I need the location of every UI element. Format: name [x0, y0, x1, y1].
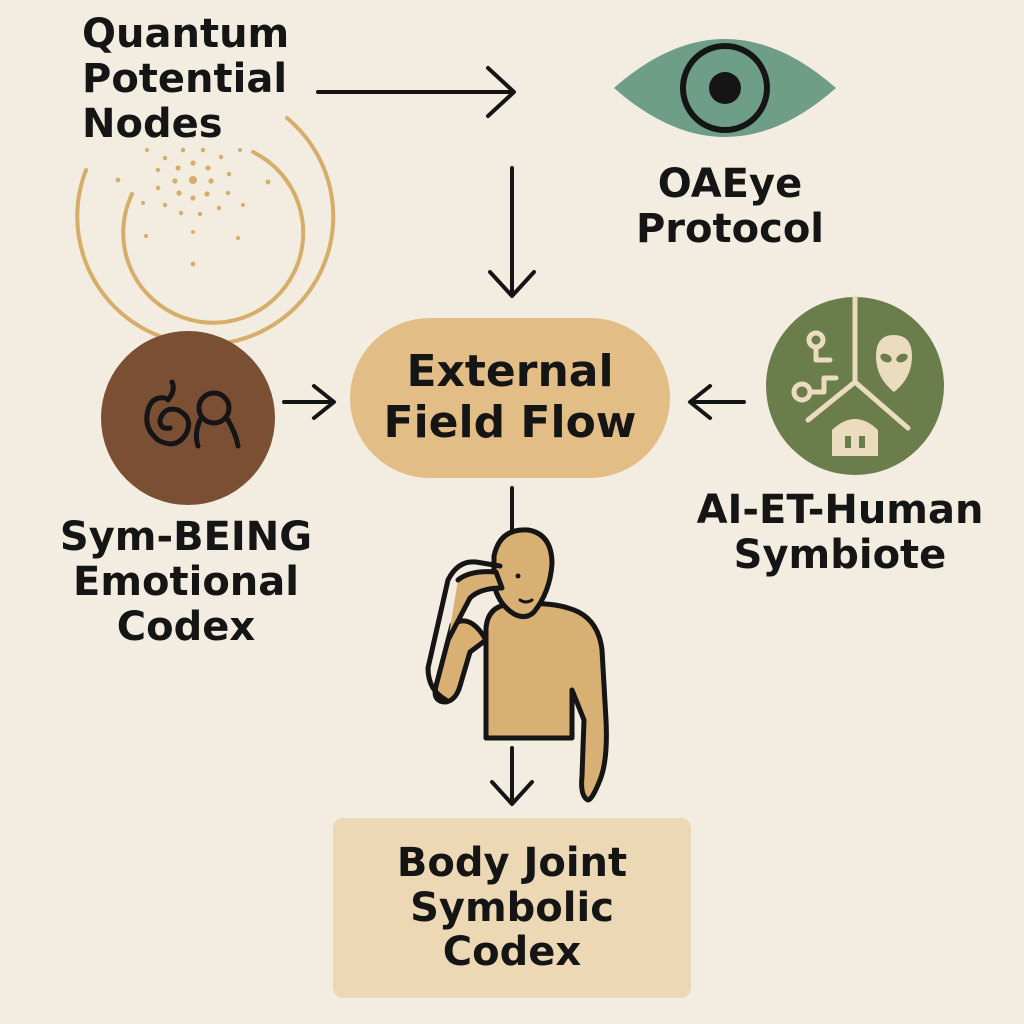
concentric-dots-icon — [75, 116, 336, 347]
thinking-person-icon — [425, 527, 609, 803]
ai-et-human-symbiote-label: AI-ET-Human Symbiote — [696, 487, 984, 579]
arrow-oaeye-to-center — [488, 166, 536, 298]
body-joint-symbolic-codex-node: Body Joint Symbolic Codex — [333, 818, 691, 998]
circuit-alien-house-icon — [766, 295, 944, 475]
arrow-quantum-to-oaeye — [316, 66, 516, 118]
arrow-person-to-bodyjoint — [490, 746, 534, 806]
oaeye-protocol-label: OAEye Protocol — [635, 161, 825, 253]
quantum-potential-nodes-label: Quantum Potential Nodes — [82, 11, 290, 148]
sym-being-emotional-codex-label: Sym-BEING Emotional Codex — [59, 514, 313, 651]
external-field-flow-node: External Field Flow — [350, 318, 670, 478]
spiral-person-icon — [101, 331, 275, 505]
arrow-aiet-to-center — [688, 384, 746, 420]
eye-icon — [614, 39, 836, 137]
arrow-symbeing-to-center — [282, 384, 336, 420]
